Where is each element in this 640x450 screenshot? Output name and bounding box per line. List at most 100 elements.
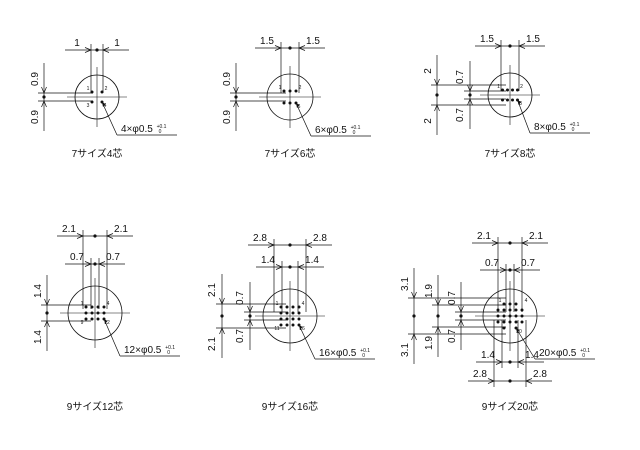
pin-hole xyxy=(297,311,301,315)
pin-number-label: 3 xyxy=(87,103,90,109)
pin-hole xyxy=(96,317,100,321)
arrowhead-icon xyxy=(495,359,503,365)
pin-hole xyxy=(506,88,509,92)
dimension-label: 2.1 xyxy=(207,337,218,351)
pin-number-label: 11 xyxy=(274,326,279,332)
tolerance-lower: 0 xyxy=(353,130,356,136)
arrowhead-icon xyxy=(305,242,313,248)
arrowhead-icon xyxy=(233,86,239,94)
tolerance-upper: +0.1 xyxy=(360,348,370,354)
pin-hole xyxy=(496,320,500,324)
dimension-label: 0.7 xyxy=(455,70,466,84)
pin-hole xyxy=(508,302,512,306)
pin-layout-diagram-5: 1411162.82.81.41.42.12.10.70.716×φ0.5+0.… xyxy=(207,233,375,413)
pin-hole xyxy=(291,317,295,321)
pin-hole xyxy=(84,311,88,315)
tolerance-upper: +0.1 xyxy=(157,124,167,130)
dimension-label: 2 xyxy=(423,68,434,74)
pin-hole xyxy=(285,323,289,327)
diagram-caption: 9サイズ16芯 xyxy=(262,400,318,413)
pin-hole xyxy=(291,323,295,327)
dimension-node xyxy=(95,48,99,52)
dimension-label: 0.9 xyxy=(222,72,233,86)
pin-hole xyxy=(288,89,292,93)
hole-spec-label: 4×φ0.5 xyxy=(121,124,153,135)
dimension-label: 2.1 xyxy=(529,231,543,242)
arrowhead-icon xyxy=(298,45,306,51)
arrowhead-icon xyxy=(458,305,464,313)
pin-number-label: 20 xyxy=(516,329,522,335)
pin-hole xyxy=(514,320,518,324)
leader-arrow-icon xyxy=(517,100,521,105)
diagram-caption: 7サイズ4芯 xyxy=(72,147,123,160)
dimension-label: 3.1 xyxy=(400,277,411,291)
dimension-line xyxy=(515,327,536,360)
dimension-label: 0.7 xyxy=(455,108,466,122)
diagram-caption: 9サイズ12芯 xyxy=(67,400,123,413)
arrowhead-icon xyxy=(297,264,305,270)
dimension-node xyxy=(42,95,46,99)
arrowhead-icon xyxy=(518,43,526,49)
arrowhead-icon xyxy=(76,233,84,239)
pin-hole xyxy=(516,88,519,92)
pin-hole xyxy=(506,98,509,102)
leader-arrow-icon xyxy=(102,102,106,107)
pin-hole xyxy=(282,101,286,105)
arrowhead-icon xyxy=(494,43,502,49)
arrowhead-icon xyxy=(84,47,92,53)
pin-number-label: 4 xyxy=(525,298,528,304)
dimension-line xyxy=(295,102,312,137)
dimension-label: 1.5 xyxy=(526,34,540,45)
arrowhead-icon xyxy=(434,104,440,112)
arrowhead-icon xyxy=(274,45,282,51)
pin-number-label: 1 xyxy=(81,301,84,307)
dimension-label: 2.1 xyxy=(207,283,218,297)
arrowhead-icon xyxy=(106,233,114,239)
dimension-label: 1.5 xyxy=(260,36,274,47)
pin-hole xyxy=(90,311,94,315)
pin-hole xyxy=(508,320,512,324)
arrowhead-icon xyxy=(434,78,440,86)
arrowhead-icon xyxy=(435,326,441,334)
dimension-node xyxy=(508,379,512,383)
dimension-label: 0.7 xyxy=(235,329,246,343)
dimension-node xyxy=(412,314,416,318)
arrowhead-icon xyxy=(499,267,507,273)
arrowhead-icon xyxy=(458,319,464,327)
pin-hole xyxy=(291,305,295,309)
leader-arrow-icon xyxy=(299,325,303,330)
tolerance-upper: +0.1 xyxy=(570,122,580,128)
arrowhead-icon xyxy=(98,261,106,267)
pin-hole xyxy=(279,323,283,327)
dimension-node xyxy=(508,241,512,245)
arrowhead-icon xyxy=(247,319,253,327)
tolerance-upper: +0.1 xyxy=(580,348,590,354)
dimension-label: 0.7 xyxy=(447,291,458,305)
pin-number-label: 2 xyxy=(299,85,302,91)
dimension-node xyxy=(45,311,49,315)
dimension-label: 0.7 xyxy=(235,291,246,305)
pin-number-label: 1 xyxy=(87,86,90,92)
hole-spec-label: 6×φ0.5 xyxy=(315,125,347,136)
arrowhead-icon xyxy=(233,100,239,108)
diagram-caption: 7サイズ6芯 xyxy=(265,147,316,160)
dimension-label: 0.7 xyxy=(485,258,499,269)
hole-spec-label: 8×φ0.5 xyxy=(534,122,566,133)
dimension-node xyxy=(93,234,97,238)
dimension-label: 0.7 xyxy=(70,252,84,263)
dimension-label: 2.8 xyxy=(313,233,327,244)
pin-number-label: 1 xyxy=(279,85,282,91)
dimension-node xyxy=(288,243,292,247)
pin-hole xyxy=(514,308,518,312)
arrowhead-icon xyxy=(487,378,495,384)
pin-number-label: 1 xyxy=(499,298,502,304)
dimension-label: 3.1 xyxy=(400,343,411,357)
dimension-label: 1.5 xyxy=(306,36,320,47)
dimension-label: 2.1 xyxy=(114,224,128,235)
arrowhead-icon xyxy=(517,359,525,365)
tolerance-lower: 0 xyxy=(582,353,585,359)
pin-hole xyxy=(291,311,295,315)
pin-hole xyxy=(520,314,524,318)
dimension-label: 1 xyxy=(74,38,80,49)
dimension-label: 2.1 xyxy=(62,224,76,235)
